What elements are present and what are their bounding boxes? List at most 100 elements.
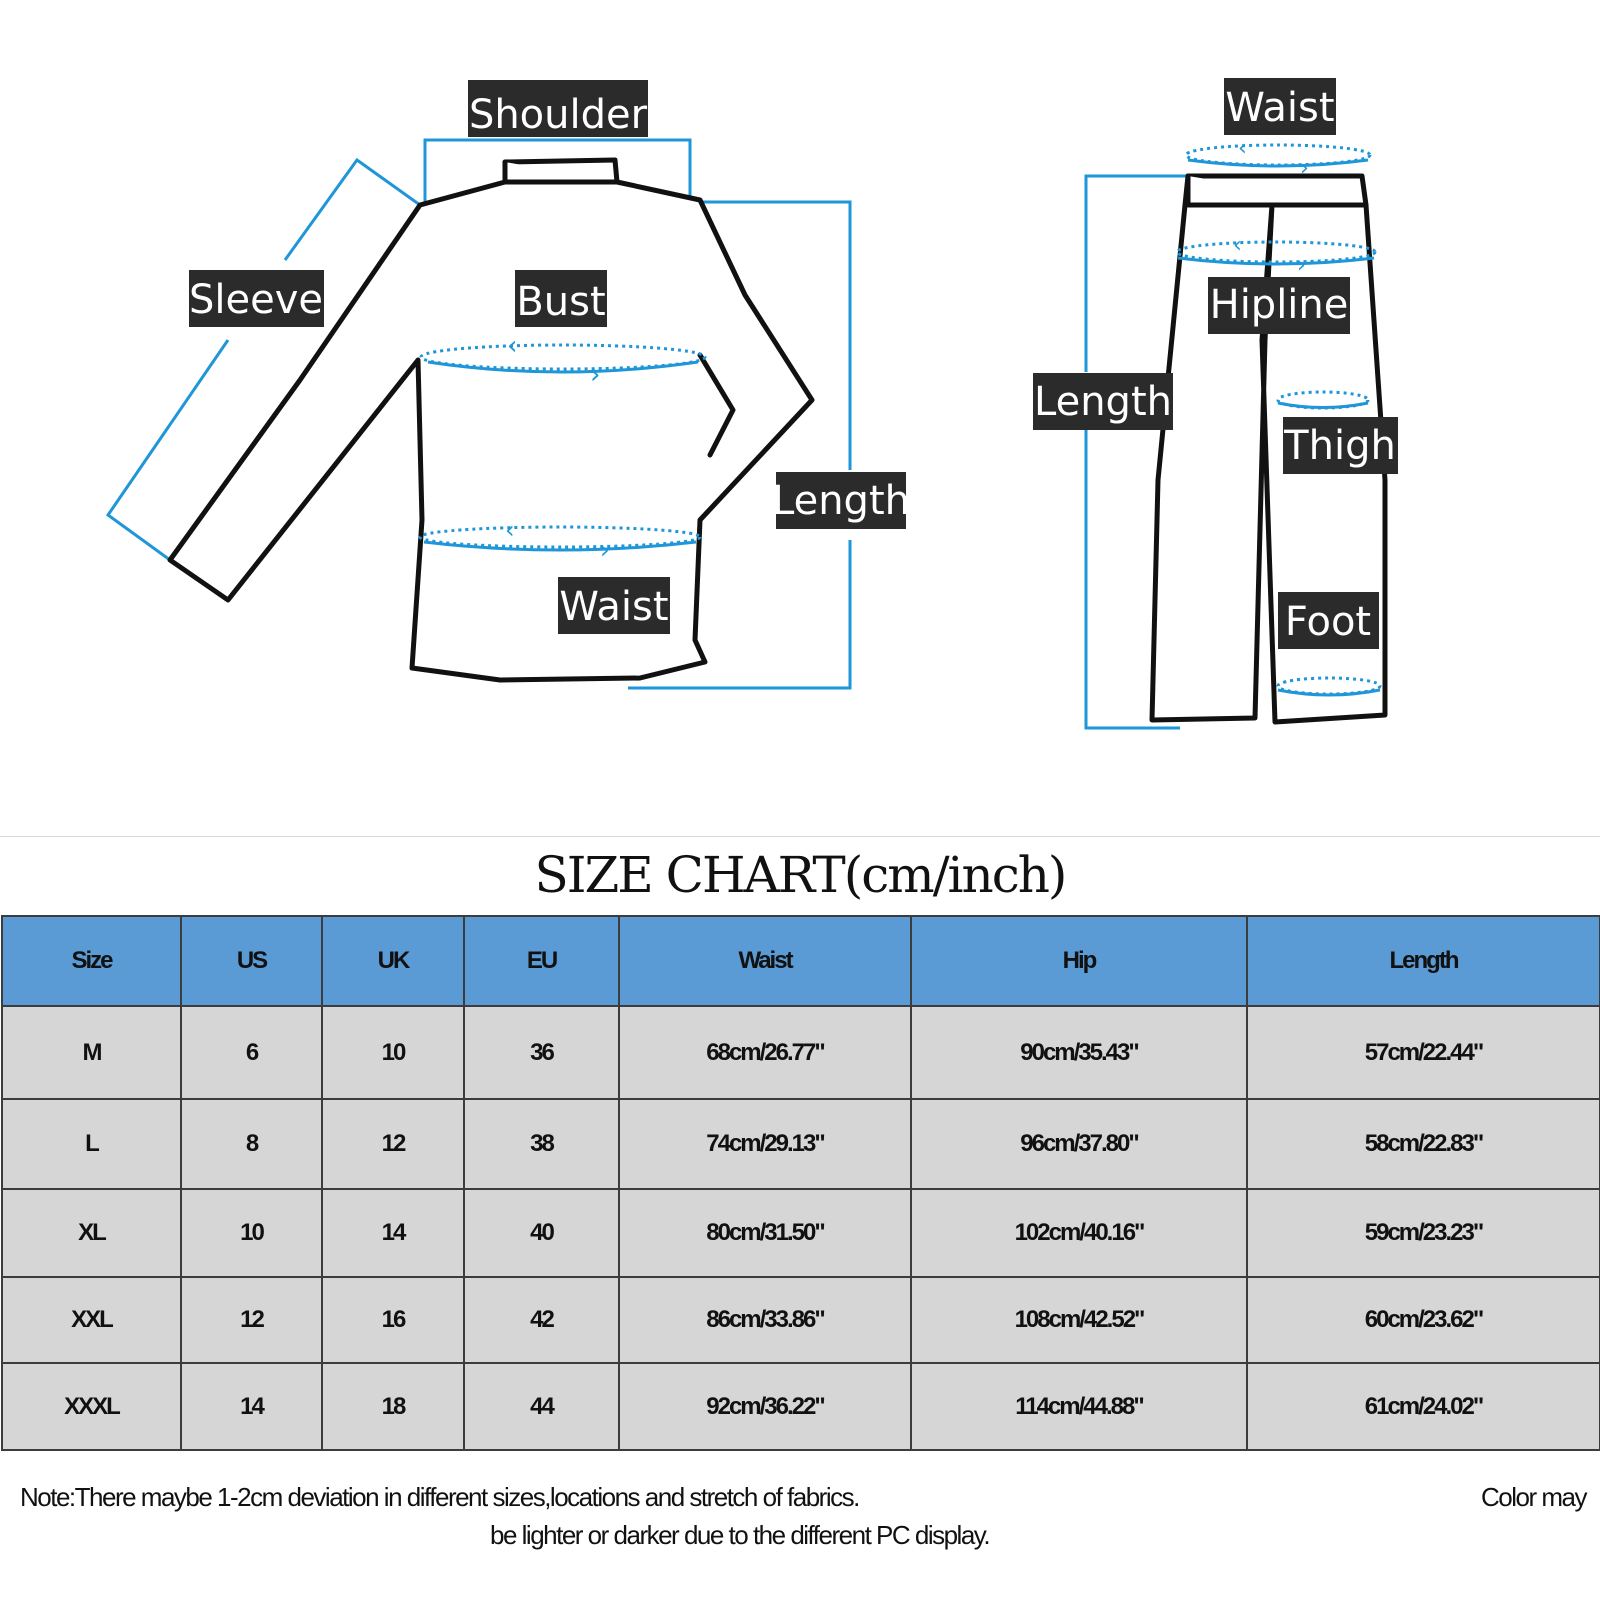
svg-text:Length: Length	[772, 478, 910, 524]
shirt-outline	[167, 157, 815, 683]
cell-us: 8	[180, 1098, 323, 1190]
header-uk: UK	[321, 915, 465, 1007]
svg-text:Foot: Foot	[1285, 599, 1371, 645]
table-row: XXL 12 16 42 86cm/33.86" 108cm/42.52" 60…	[1, 1276, 1600, 1364]
cell-uk: 10	[321, 1005, 465, 1100]
header-waist: Waist	[618, 915, 912, 1007]
svg-text:Waist: Waist	[559, 584, 668, 630]
pants-waist-arrow-right-icon: ›	[1300, 156, 1309, 181]
label-shoulder: Shoulder	[468, 80, 648, 138]
bust-measure-ellipse	[419, 343, 707, 371]
cell-size: XL	[1, 1188, 182, 1278]
cell-waist: 74cm/29.13"	[618, 1098, 912, 1190]
svg-text:Shoulder: Shoulder	[469, 92, 648, 138]
label-foot: Foot	[1278, 592, 1379, 649]
thigh-measure-ellipse	[1276, 390, 1370, 410]
measurement-diagram: ‹ › ‹ › Shoulder Sleeve Bust Waist Lengt…	[105, 78, 1398, 730]
header-length: Length	[1246, 915, 1600, 1007]
length-measure-line-lower	[628, 540, 852, 690]
label-hipline: Hipline	[1208, 277, 1350, 334]
table-row: M 6 10 36 68cm/26.77" 90cm/35.43" 57cm/2…	[1, 1005, 1600, 1100]
cell-size: XXL	[1, 1276, 182, 1364]
cell-uk: 14	[321, 1188, 465, 1278]
header-hip: Hip	[910, 915, 1248, 1007]
svg-text:Sleeve: Sleeve	[189, 277, 323, 323]
table-row: L 8 12 38 74cm/29.13" 96cm/37.80" 58cm/2…	[1, 1098, 1600, 1190]
hipline-arrow-right-icon: ›	[1297, 253, 1306, 278]
cell-us: 12	[180, 1276, 323, 1364]
cell-hip: 108cm/42.52"	[910, 1276, 1248, 1364]
label-top-waist: Waist	[558, 577, 670, 634]
cell-eu: 38	[463, 1098, 620, 1190]
cell-eu: 40	[463, 1188, 620, 1278]
cell-uk: 16	[321, 1276, 465, 1364]
cell-waist: 80cm/31.50"	[618, 1188, 912, 1278]
hipline-arrow-left-icon: ‹	[1233, 233, 1242, 258]
pants-length-measure-lower	[1084, 430, 1180, 730]
cell-length: 57cm/22.44"	[1246, 1005, 1600, 1100]
svg-text:Thigh: Thigh	[1283, 423, 1396, 469]
shirt-collar	[502, 159, 620, 185]
cell-length: 58cm/22.83"	[1246, 1098, 1600, 1190]
cell-uk: 18	[321, 1362, 465, 1451]
header-size: Size	[1, 915, 182, 1007]
foot-measure-front	[1277, 688, 1381, 697]
cell-length: 61cm/24.02"	[1246, 1362, 1600, 1451]
bust-arrow-right-icon: ›	[590, 360, 600, 390]
pants-waist-measure-front	[1187, 158, 1369, 168]
cell-waist: 92cm/36.22"	[618, 1362, 912, 1451]
cell-size: M	[1, 1005, 182, 1100]
cell-waist: 86cm/33.86"	[618, 1276, 912, 1364]
cell-size: L	[1, 1098, 182, 1190]
pants-waistband	[1185, 173, 1369, 208]
foot-measure-ellipse	[1276, 676, 1382, 696]
hipline-measure-front	[1177, 256, 1375, 266]
label-bust: Bust	[515, 270, 607, 327]
label-sleeve: Sleeve	[189, 270, 324, 327]
cell-hip: 102cm/40.16"	[910, 1188, 1248, 1278]
sleeve-measure-line-lower	[105, 339, 230, 562]
bust-arrow-left-icon: ‹	[507, 331, 517, 361]
cell-length: 59cm/23.23"	[1246, 1188, 1600, 1278]
note-text: Note:There maybe 1-2cm deviation in diff…	[20, 1482, 860, 1512]
header-us: US	[180, 915, 323, 1007]
chart-divider	[0, 836, 1600, 837]
cell-hip: 90cm/35.43"	[910, 1005, 1248, 1100]
bust-measure-front	[427, 360, 699, 374]
svg-text:Length: Length	[1034, 379, 1172, 425]
shirt-illustration: ‹ › ‹ ›	[105, 138, 852, 690]
cell-waist: 68cm/26.77"	[618, 1005, 912, 1100]
size-table: Size US UK EU Waist Hip Length M 6 10 36…	[1, 915, 1600, 1451]
cell-uk: 12	[321, 1098, 465, 1190]
label-top-length: Length	[772, 472, 910, 529]
length-measure-line-upper	[690, 200, 852, 470]
note-text-continued: be lighter or darker due to the differen…	[490, 1520, 991, 1550]
shoulder-measure-line	[423, 138, 692, 205]
top-waist-arrow-right-icon: ›	[600, 536, 610, 564]
label-thigh: Thigh	[1283, 417, 1398, 474]
cell-hip: 114cm/44.88"	[910, 1362, 1248, 1451]
cell-eu: 42	[463, 1276, 620, 1364]
pants-waist-arrow-left-icon: ‹	[1238, 136, 1247, 161]
table-header-row: Size US UK EU Waist Hip Length	[1, 915, 1600, 1007]
cell-size: XXXL	[1, 1362, 182, 1451]
cell-length: 60cm/23.62"	[1246, 1276, 1600, 1364]
top-waist-measure-ellipse	[418, 525, 702, 549]
header-eu: EU	[463, 915, 620, 1007]
svg-text:Waist: Waist	[1225, 85, 1334, 131]
cell-us: 6	[180, 1005, 323, 1100]
hipline-measure-ellipse	[1175, 240, 1377, 264]
top-waist-measure-front	[423, 540, 697, 552]
cell-eu: 36	[463, 1005, 620, 1100]
shirt-arm-line	[697, 352, 736, 458]
svg-text:Bust: Bust	[516, 279, 605, 325]
pants-length-measure-upper	[1084, 174, 1190, 372]
size-chart-title: SIZE CHART(cm/inch)	[534, 846, 1068, 904]
sleeve-measure-line-upper	[283, 157, 421, 261]
label-pants-waist: Waist	[1224, 78, 1336, 135]
note-text-right: Color may	[1481, 1482, 1587, 1512]
label-pants-length: Length	[1033, 373, 1173, 430]
cell-hip: 96cm/37.80"	[910, 1098, 1248, 1190]
cell-us: 14	[180, 1362, 323, 1451]
thigh-measure-front	[1277, 401, 1369, 409]
